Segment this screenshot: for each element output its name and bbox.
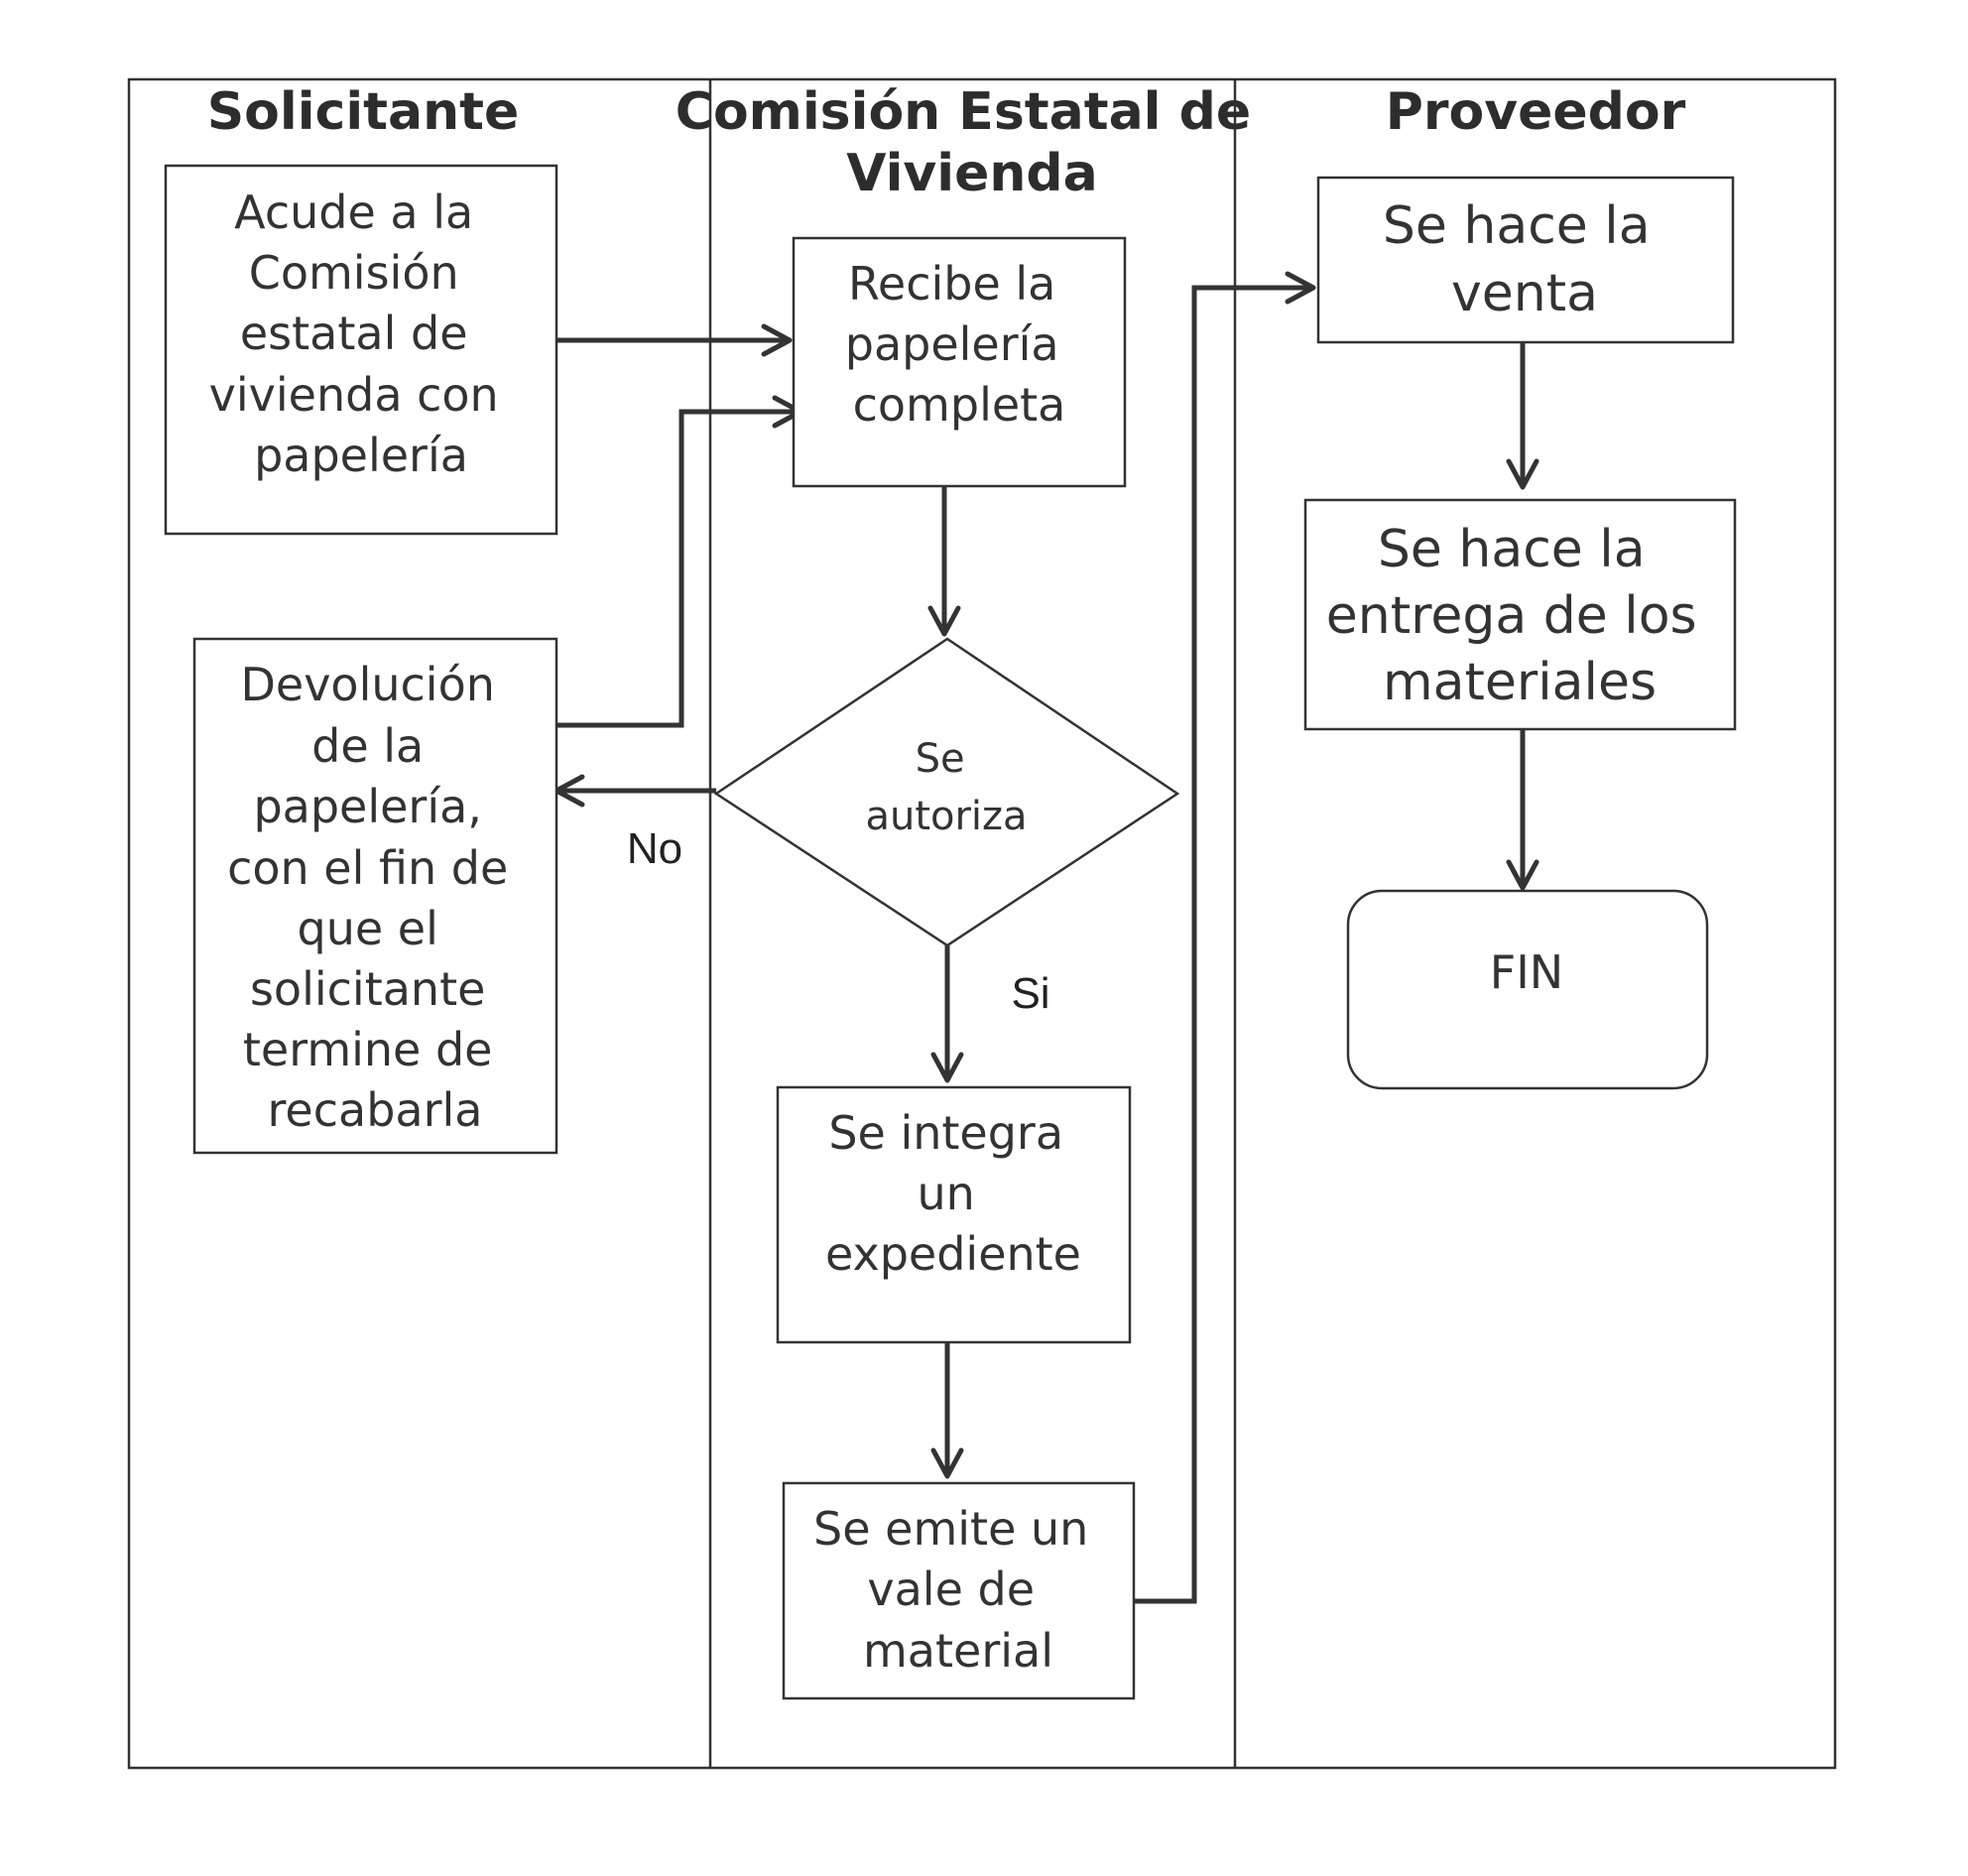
arrow-devolucion-to-recibe bbox=[556, 409, 797, 728]
node-autoriza: Se autoriza bbox=[713, 637, 1180, 947]
lane-title-comision: Comisión Estatal de Vivienda bbox=[676, 82, 1269, 203]
node-emite: Se emite un vale de material bbox=[782, 1481, 1136, 1700]
node-fin: FIN bbox=[1346, 889, 1709, 1090]
node-emite-text: Se emite un vale de material bbox=[813, 1502, 1103, 1678]
node-devolucion-shape bbox=[192, 637, 558, 1155]
edge-label-si: Si bbox=[1011, 969, 1049, 1018]
node-venta-shape bbox=[1316, 176, 1735, 344]
node-acude: Acude a la Comisión estatal de vivienda … bbox=[164, 164, 558, 536]
node-devolucion-text: Devolución de la papelería, con el fin d… bbox=[227, 658, 523, 1137]
node-entrega-shape bbox=[1303, 498, 1737, 731]
node-fin-shape bbox=[1346, 889, 1709, 1090]
arrowhead-autoriza-si bbox=[930, 1052, 964, 1083]
connectors bbox=[554, 271, 1539, 1604]
node-acude-text: Acude a la Comisión estatal de vivienda … bbox=[209, 186, 514, 482]
node-emite-shape bbox=[782, 1481, 1136, 1700]
node-entrega: Se hace la entrega de los materiales bbox=[1303, 498, 1737, 731]
node-devolucion: Devolución de la papelería, con el fin d… bbox=[192, 637, 558, 1155]
edge-label-no: No bbox=[627, 824, 682, 873]
node-integra-shape bbox=[776, 1085, 1132, 1344]
lane-title-proveedor: Proveedor bbox=[1386, 82, 1686, 142]
arrowhead-recibe-to-autoriza bbox=[927, 605, 961, 637]
node-venta-text: Se hace la venta bbox=[1383, 196, 1666, 323]
node-recibe-shape bbox=[792, 236, 1127, 488]
node-entrega-text: Se hace la entrega de los materiales bbox=[1326, 520, 1713, 712]
arrowhead-entrega-to-fin bbox=[1506, 859, 1539, 891]
node-acude-shape bbox=[164, 164, 558, 536]
node-recibe-text: Recibe la papelería completa bbox=[845, 257, 1073, 432]
node-venta: Se hace la venta bbox=[1316, 176, 1735, 344]
node-autoriza-text: Se autoriza bbox=[865, 736, 1027, 839]
node-integra-text: Se integra un expediente bbox=[825, 1106, 1081, 1281]
node-autoriza-diamond bbox=[713, 637, 1180, 947]
arrowhead-venta-to-entrega bbox=[1506, 458, 1539, 490]
node-recibe: Recibe la papelería completa bbox=[792, 236, 1127, 488]
lane-title-solicitante: Solicitante bbox=[207, 82, 520, 142]
arrowhead-emite-to-venta bbox=[1285, 271, 1316, 305]
node-fin-text: FIN bbox=[1490, 945, 1563, 999]
arrow-emite-to-venta bbox=[1133, 285, 1309, 1604]
node-integra: Se integra un expediente bbox=[776, 1085, 1132, 1344]
arrowhead-integra-to-emite bbox=[930, 1447, 964, 1479]
arrowhead-acude-to-recibe bbox=[761, 323, 793, 357]
swimlane-frame bbox=[127, 77, 1837, 1770]
